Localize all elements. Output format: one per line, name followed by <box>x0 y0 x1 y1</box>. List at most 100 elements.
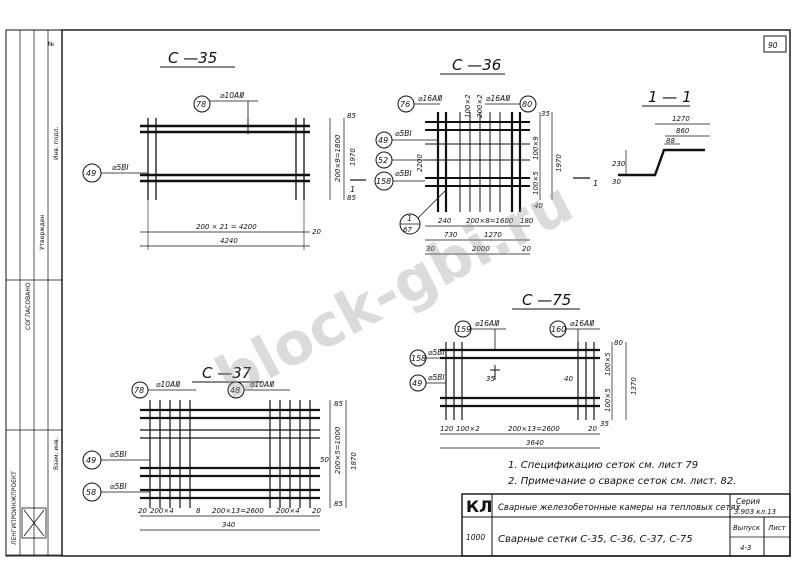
c37-dim-b6: 20 <box>312 507 321 515</box>
c35-dim-right: 200×9=1800 <box>334 134 342 182</box>
c37-dim-b5: 200×4 <box>276 507 300 515</box>
c75-dim-total: 3640 <box>526 439 544 447</box>
stamp-col-b: Инв. подл. <box>53 127 60 160</box>
c36-bar-e: ⌀5ВⅠ <box>395 169 412 178</box>
c75-bar-d: ⌀5ВⅠ <box>428 373 445 382</box>
c36-dim-right-total: 1970 <box>555 154 563 172</box>
c36-dim-top-a: 100×2 <box>464 94 472 118</box>
c35-title: С —35 <box>168 49 217 67</box>
c36-dim-b1: 240 <box>438 217 452 225</box>
c75-bar-a: ⌀16АⅢ <box>475 319 499 328</box>
c37-bar-b: ⌀10АⅢ <box>250 380 274 389</box>
tb-issue-value: 4-3 <box>740 544 751 552</box>
c75-dim-right-c: 80 <box>614 339 623 347</box>
c35-bar-top: ⌀10АⅢ <box>220 91 244 100</box>
section-dim-b: 860 <box>676 127 690 135</box>
c75-title: С —75 <box>522 291 571 309</box>
c35-bar-side: ⌀5ВⅠ <box>112 163 129 172</box>
c36-dim-right-c: 40 <box>534 202 543 210</box>
c37-bar-a: ⌀10АⅢ <box>156 380 180 389</box>
org-logo <box>21 507 47 539</box>
c75-pos-b: 160 <box>551 325 566 334</box>
section-title: 1 — 1 <box>648 88 692 106</box>
c35-dim-end: 20 <box>312 228 321 236</box>
c35-dim-total: 4240 <box>220 237 238 245</box>
grid-c75: С —75 159 ⌀16АⅢ 160 ⌀16АⅢ 158 ⌀5ВⅠ 49 ⌀5… <box>409 291 638 449</box>
c36-bar-c: ⌀5ВⅠ <box>395 129 412 138</box>
c36-dim-top-b: 200×2 <box>476 94 484 118</box>
c75-dim-left2: 100×2 <box>456 425 480 433</box>
c36-pos-c: 49 <box>378 136 388 145</box>
c35-pos-side: 49 <box>86 169 96 178</box>
c35-dim-right-top: 85 <box>347 112 356 120</box>
c35-dim-right-bottom: 85 <box>347 194 356 202</box>
c36-pos-b: 80 <box>522 100 532 109</box>
c37-dim-b4: 200×13=2600 <box>212 507 264 515</box>
section-dim-c: 88 <box>666 137 675 145</box>
c37-dim-right-c: 1870 <box>350 452 358 470</box>
c35-section-mark: 1 <box>350 185 355 194</box>
tb-issue-label: Выпуск <box>733 524 761 532</box>
c75-bar-b: ⌀16АⅢ <box>570 319 594 328</box>
c37-dim-right-d: 50 <box>320 456 329 464</box>
section-dim-d: 230 <box>612 160 626 168</box>
c37-pos-a: 78 <box>134 386 144 395</box>
c36-dim-right-b: 100×5 <box>532 171 540 195</box>
c37-title: С —37 <box>202 364 252 382</box>
c36-dim-right-top: 35 <box>541 110 550 118</box>
c36-dim-b7: 30 <box>426 245 435 253</box>
c75-dim-inner-b: 40 <box>564 375 573 383</box>
c36-dim-b8: 20 <box>522 245 531 253</box>
c75-pos-d: 49 <box>412 379 422 388</box>
section-1-1: 1 — 1 1270 860 88 230 30 <box>612 88 710 186</box>
c75-dim-right-a: 100×5 <box>604 352 612 376</box>
c37-pos-c: 49 <box>86 456 96 465</box>
c75-dim-inner-a: 35 <box>486 375 495 383</box>
c37-dim-right-a: 85 <box>334 400 343 408</box>
c37-pos-d: 58 <box>86 488 96 497</box>
stamp-col-c: Взам. инв. <box>53 437 60 470</box>
c36-dim-b4: 730 <box>444 231 458 239</box>
c75-dim-left: 120 <box>440 425 454 433</box>
tb-code2: 1000 <box>466 533 485 542</box>
c36-pos-a: 76 <box>400 100 410 109</box>
grid-c35: С —35 78 ⌀10АⅢ 49 ⌀5ВⅠ 200 × 21 = 4200 2… <box>82 49 366 250</box>
c36-section-mark: 1 <box>593 179 598 188</box>
c75-dim-right-b: 100×5 <box>604 388 612 412</box>
c36-title: С —36 <box>452 56 501 74</box>
c37-dim-b3: 8 <box>196 507 201 515</box>
c37-dim-b2: 200×4 <box>150 507 174 515</box>
tb-code: КЛ <box>466 497 492 516</box>
c36-callout-bottom: 67 <box>403 226 412 234</box>
c35-dim-right-total: 1970 <box>349 148 357 166</box>
c36-pos-d: 52 <box>378 156 388 165</box>
grid-c36: С —36 76 ⌀16АⅢ 80 ⌀16АⅢ 100×2 200×2 49 ⌀… <box>374 56 598 255</box>
title-block: КЛ Сварные железобетонные камеры на тепл… <box>461 493 791 557</box>
grid-c37: С —37 78 ⌀10АⅢ 48 ⌀10АⅢ 49 ⌀5ВⅠ 58 <box>82 364 358 531</box>
stamp-col-a: Утвержден <box>39 215 46 250</box>
c36-dim-left: 2200 <box>416 154 424 172</box>
c75-dim-end: 20 <box>588 425 597 433</box>
c36-pos-e: 158 <box>376 177 391 186</box>
c37-dim-total: 340 <box>222 521 236 529</box>
tb-row1: Сварные железобетонные камеры на тепловы… <box>498 503 741 513</box>
c75-pos-c: 158 <box>411 354 426 363</box>
c37-dim-b1: 20 <box>138 507 147 515</box>
c35-pos-top: 78 <box>196 100 206 109</box>
section-dim-a: 1270 <box>672 115 690 123</box>
note-2: 2. Примечание о сварке сеток см. лист. 8… <box>508 476 736 487</box>
tb-series-label: Серия <box>736 497 760 506</box>
c36-dim-b5: 1270 <box>484 231 502 239</box>
c36-dim-right-a: 100×9 <box>532 136 540 160</box>
c37-bar-c: ⌀5ВⅠ <box>110 450 127 459</box>
c36-bar-b: ⌀16АⅢ <box>486 94 510 103</box>
c37-dim-right-b: 200×5=1000 <box>334 426 342 474</box>
stamp-approved: СОГЛАСОВАНО <box>25 282 32 330</box>
c35-dim-inner: 200 × 21 = 4200 <box>196 223 257 231</box>
c37-dim-right-e: 85 <box>334 500 343 508</box>
sheet-number: 90 <box>768 41 778 50</box>
sheet-number-box <box>763 35 787 53</box>
c36-dim-b3: 180 <box>520 217 534 225</box>
